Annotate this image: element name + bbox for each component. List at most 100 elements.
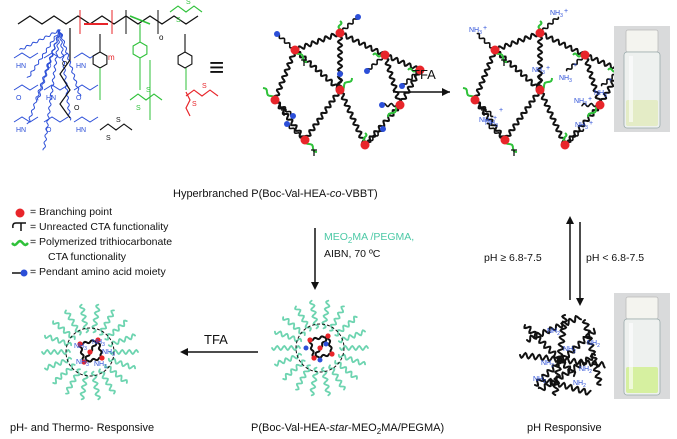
core-boundary (65, 327, 115, 377)
core-amino-dot (323, 341, 329, 347)
branching-point (560, 140, 570, 150)
star-suffix: MA/PEGMA) (381, 422, 445, 434)
branching-point (470, 95, 480, 105)
peg-arm (65, 368, 81, 395)
aggregated-chain (523, 324, 577, 378)
monomer-suffix: MA /PEGMA, (352, 231, 415, 243)
network-chain (473, 99, 507, 142)
amine-label: NH2 (547, 328, 560, 337)
amine-label: NH2 (573, 380, 586, 389)
amino-acid-dot (355, 14, 361, 20)
star-sub: 2 (376, 427, 382, 437)
repeat-o-label: o (159, 33, 164, 42)
ph-down-label: pH < 6.8-7.5 (586, 252, 645, 264)
branching-point (380, 50, 390, 60)
amino-acid-sidechain (42, 29, 61, 151)
peg-arm (308, 299, 320, 330)
branching-point (490, 45, 500, 55)
legend-unreacted: = Unreacted CTA functionality (30, 221, 168, 233)
star-mid: -MEO (348, 422, 377, 434)
aggregated-chain (526, 314, 582, 343)
arrowhead-tfa-top (442, 88, 450, 96)
branching-point (415, 65, 425, 75)
core-branch-point (77, 341, 83, 347)
network-chain (473, 49, 496, 102)
heteroatom-label: HN (76, 63, 86, 70)
core-chain (326, 335, 334, 355)
deprotected-network: NH3+NH3+NH3+NH3+NH3+NH3+NH3+NH3+NH3+ (462, 8, 625, 156)
star-polymer (271, 299, 369, 397)
branching-point (580, 50, 590, 60)
ph-thermo-caption: pH- and Thermo- Responsive (10, 422, 155, 434)
star-prefix: P(Boc-Val-HEA- (251, 422, 330, 434)
monomer-sub: 2 (347, 236, 353, 246)
peg-arm (295, 364, 311, 391)
network-chain (582, 54, 602, 107)
core-ammonium: NH3 (92, 339, 105, 348)
hyperbranched-caption: Hyperbranched P(Boc-Val-HEA-co-VBBT) (173, 188, 378, 200)
vial-cap (625, 29, 659, 53)
heteroatom-label: HN (46, 95, 56, 102)
boc-fragment (13, 116, 39, 123)
boc-fragment (13, 84, 39, 91)
backbone-zigzag (17, 15, 199, 25)
boc-fragment (43, 84, 69, 91)
branching-point (270, 95, 280, 105)
styrene-ring (132, 41, 148, 59)
vial-liquid (626, 100, 658, 126)
boc-fragment (43, 116, 69, 123)
ph-responsive-caption: pH Responsive (527, 422, 602, 434)
core-chain (78, 343, 86, 363)
ph-up-label: pH ≥ 6.8-7.5 (484, 252, 542, 264)
sulfur-label: S (176, 17, 181, 24)
styrene-ring (92, 51, 108, 69)
peg-arm (334, 315, 358, 337)
arrowhead-ph-up (566, 216, 574, 224)
amine-label: NH2 (541, 360, 554, 369)
monomer-conditions: MEO2MA /PEGMA, (324, 231, 414, 245)
legend-trithiocarbonate: = Polymerized trithiocarbonate (30, 236, 172, 248)
repeat-m-label: m (108, 53, 115, 62)
ammonium-label: NH3 (559, 75, 572, 84)
ester-linker (59, 28, 71, 119)
amino-acid-dot (284, 121, 290, 127)
peg-arm (328, 364, 346, 391)
core-amino-dot (303, 345, 309, 351)
boc-fragment (43, 52, 69, 59)
peg-arm (90, 370, 102, 401)
ammonium-label: NH3 (550, 10, 563, 19)
ammonium-label: NH3 (574, 98, 587, 107)
peg-arm (104, 319, 128, 341)
boc-fragment (13, 52, 39, 59)
peg-arm (271, 344, 301, 352)
charge-plus: + (608, 77, 612, 84)
branching-point (360, 140, 370, 150)
boc-fragment (73, 116, 99, 123)
amino-acid-dot (364, 68, 370, 74)
branching-point (290, 45, 300, 55)
amino-acid-dot (379, 102, 385, 108)
charge-plus: + (573, 62, 577, 69)
peg-arm (337, 353, 366, 366)
unreacted-cta (481, 109, 487, 116)
blue-dot-icon (20, 269, 28, 277)
amino-acid-sidechain (19, 29, 61, 50)
legend-unreacted-text: = Unreacted CTA functionality (30, 221, 169, 233)
peg-arm (41, 348, 71, 356)
peg-arm (99, 309, 115, 336)
trithiocarbonate-chain (185, 89, 219, 97)
ammonium-label: NH3 (479, 117, 492, 126)
boc-fragment (73, 84, 99, 91)
legend-amino-acid-text: = Pendant amino acid moiety (30, 266, 166, 278)
heteroatom-label: O (16, 95, 22, 102)
network-chain (382, 54, 402, 107)
peg-arm (98, 368, 116, 395)
peg-arm (294, 305, 312, 332)
peg-arm (282, 316, 306, 336)
vial-cap (625, 296, 659, 320)
network-chain (339, 32, 386, 58)
hb-italic: co (329, 188, 342, 200)
sulfur-label: S (186, 0, 191, 6)
charge-plus: + (564, 8, 568, 15)
